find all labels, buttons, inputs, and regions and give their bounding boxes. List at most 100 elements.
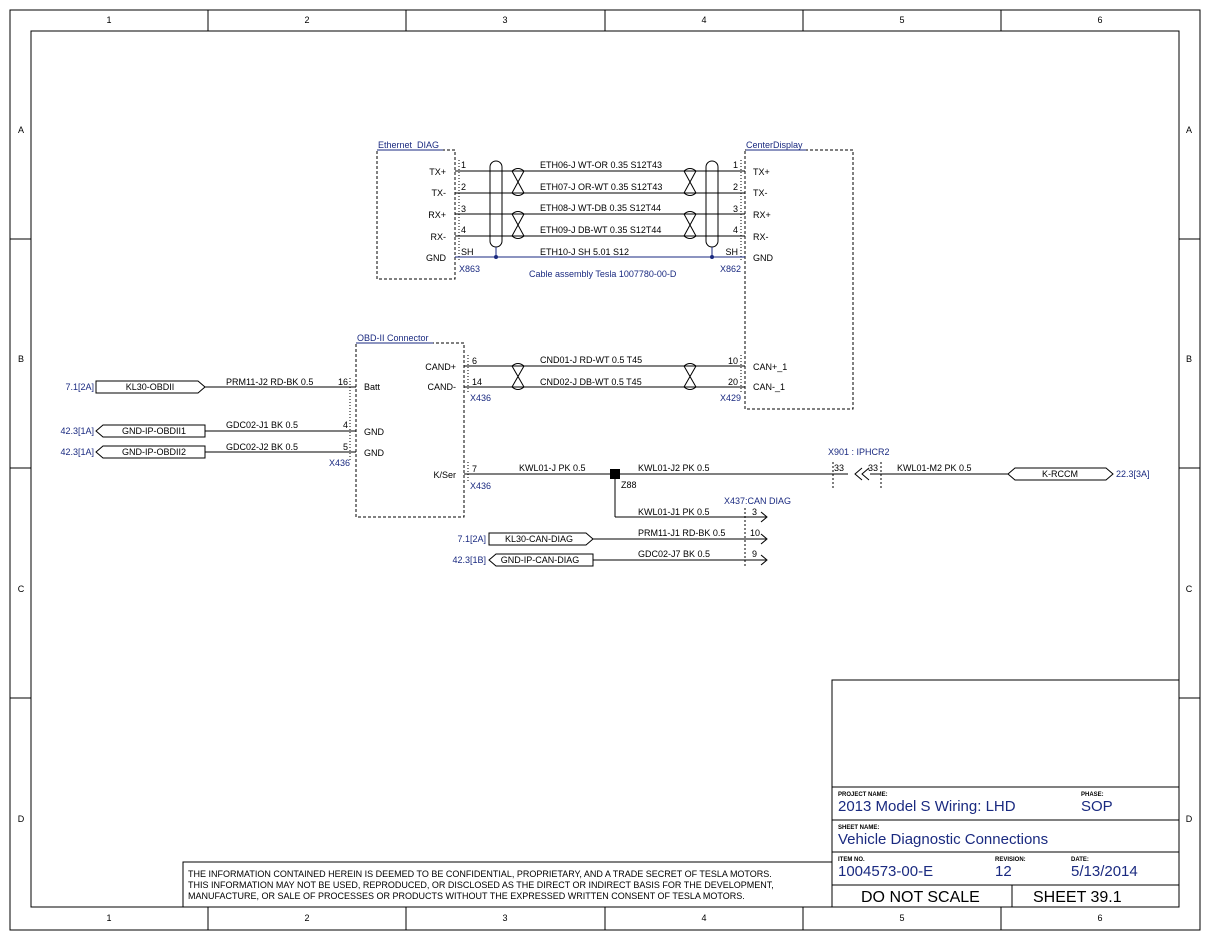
- col-label-top: 4: [701, 15, 706, 25]
- col-label-top: 1: [106, 15, 111, 25]
- pin-name: TX+: [429, 167, 446, 177]
- connector-id: X863: [459, 264, 480, 274]
- pin-number: 33: [868, 463, 878, 473]
- project-name: 2013 Model S Wiring: LHD: [838, 798, 1016, 815]
- row-label-left: D: [18, 814, 25, 824]
- twist-symbol: [683, 211, 697, 239]
- sheet-name-label: SHEET NAME:: [838, 825, 879, 831]
- sheet-name: Vehicle Diagnostic Connections: [838, 831, 1048, 848]
- zone-ticks: [10, 10, 1200, 930]
- phase-label: PHASE:: [1081, 792, 1104, 798]
- center-display-title: CenterDisplay: [746, 140, 803, 150]
- ethernet-diag-title: Ethernet_DIAG: [378, 140, 439, 150]
- pin-number: SH: [725, 247, 738, 257]
- twist-symbol: [683, 363, 697, 390]
- pin-number: 3: [733, 204, 738, 214]
- col-label-top: 6: [1097, 15, 1102, 25]
- pin-number: 1: [733, 160, 738, 170]
- pin-name: CAN+_1: [753, 362, 787, 372]
- pin-number: 2: [461, 182, 466, 192]
- wire-label: KWL01-M2 PK 0.5: [897, 463, 972, 473]
- sheet-number: SHEET 39.1: [1033, 889, 1122, 906]
- offsheet-label: KL30-CAN-DIAG: [505, 534, 573, 544]
- twist-symbol: [683, 168, 697, 196]
- title-block: [831, 679, 1180, 908]
- arrow-icon: [760, 533, 768, 545]
- wire-label: KWL01-J PK 0.5: [519, 463, 586, 473]
- offsheet-ref: 42.3[1A]: [60, 447, 94, 457]
- offsheet-label: GND-IP-CAN-DIAG: [501, 555, 580, 565]
- offsheet-flag-kl30-obdii: [95, 380, 206, 394]
- pin-name: Batt: [364, 382, 381, 392]
- pin-name: RX+: [428, 210, 446, 220]
- pin-number: 14: [472, 377, 482, 387]
- twist-symbol: [511, 168, 525, 196]
- obd-power-wires: [205, 386, 356, 453]
- scale-note: DO NOT SCALE: [861, 889, 980, 906]
- pin-name: GND: [753, 253, 774, 263]
- offsheet-flag-gnd-can-diag: [488, 553, 594, 567]
- twist-symbol: [511, 363, 525, 390]
- revision-value: 12: [995, 863, 1012, 880]
- can-wires: [464, 365, 745, 388]
- splice-node: [610, 469, 620, 479]
- offsheet-ref: 42.3[1A]: [60, 426, 94, 436]
- row-label-right: D: [1186, 814, 1193, 824]
- col-label-bottom: 6: [1097, 913, 1102, 923]
- twist-symbol: [511, 211, 525, 239]
- pin-number: 33: [834, 463, 844, 473]
- project-label: PROJECT NAME:: [838, 792, 888, 798]
- col-label-bottom: 5: [899, 913, 904, 923]
- pin-number: 10: [750, 528, 760, 538]
- wire-label: GDC02-J1 BK 0.5: [226, 420, 298, 430]
- connector-id: X436: [329, 458, 350, 468]
- confidential-line: THE INFORMATION CONTAINED HEREIN IS DEEM…: [188, 869, 772, 879]
- wire-label: GDC02-J2 BK 0.5: [226, 442, 298, 452]
- wire-label: ETH09-J DB-WT 0.35 S12T44: [540, 225, 661, 235]
- wire-label: GDC02-J7 BK 0.5: [638, 549, 710, 559]
- zone-labels: 1 2 3 4 5 6 1 2 3 4 5 6 A B C D A B C D: [18, 15, 1193, 923]
- confidential-notice-box: [182, 861, 833, 908]
- offsheet-flag-gnd-obdii2: [95, 445, 206, 459]
- wire-label: ETH10-J SH 5.01 S12: [540, 247, 629, 257]
- item-label: ITEM NO.: [838, 857, 865, 863]
- pin-number: 5: [343, 442, 348, 452]
- arrow-icon: [760, 554, 768, 566]
- shield-loops: [489, 160, 719, 257]
- offsheet-label: GND-IP-OBDII2: [122, 447, 186, 457]
- kser-wires: [464, 473, 1008, 561]
- col-label-bottom: 1: [106, 913, 111, 923]
- confidential-line: THIS INFORMATION MAY NOT BE USED, REPROD…: [188, 880, 774, 890]
- wire-label: CND02-J DB-WT 0.5 T45: [540, 377, 642, 387]
- pin-number: 20: [728, 377, 738, 387]
- center-display-connector-box: [744, 149, 854, 410]
- twisted-pair-symbols: [511, 363, 697, 390]
- wire-label: PRM11-J1 RD-BK 0.5: [638, 528, 725, 538]
- pin-number: 7: [472, 464, 477, 474]
- shield-node: [494, 255, 498, 259]
- wire-label: CND01-J RD-WT 0.5 T45: [540, 355, 642, 365]
- inline-connector-chevron: [854, 467, 870, 481]
- pin-name: CAN-_1: [753, 382, 785, 392]
- cable-assembly-note: Cable assembly Tesla 1007780-00-D: [529, 269, 677, 279]
- wire-label: KWL01-J2 PK 0.5: [638, 463, 710, 473]
- col-label-bottom: 4: [701, 913, 706, 923]
- connector-id: X429: [720, 393, 741, 403]
- pin-name: CAND-: [428, 382, 457, 392]
- offsheet-label: GND-IP-OBDII1: [122, 426, 186, 436]
- row-label-left: C: [18, 584, 25, 594]
- row-label-right: C: [1186, 584, 1193, 594]
- connector-id: X436: [470, 481, 491, 491]
- pin-number: 4: [461, 225, 466, 235]
- obd-title: OBD-II Connector: [357, 333, 429, 343]
- connector-id: X862: [720, 264, 741, 274]
- shield-loop-right: [705, 160, 719, 248]
- offsheet-label: K-RCCM: [1042, 469, 1078, 479]
- wire-label: ETH06-J WT-OR 0.35 S12T43: [540, 160, 662, 170]
- arrow-icon: [760, 511, 768, 523]
- wire-label: ETH08-J WT-DB 0.35 S12T44: [540, 203, 661, 213]
- offsheet-ref: 42.3[1B]: [452, 555, 486, 565]
- shield-node: [710, 255, 714, 259]
- twisted-pair-symbols: [511, 168, 697, 239]
- pin-number: 3: [461, 204, 466, 214]
